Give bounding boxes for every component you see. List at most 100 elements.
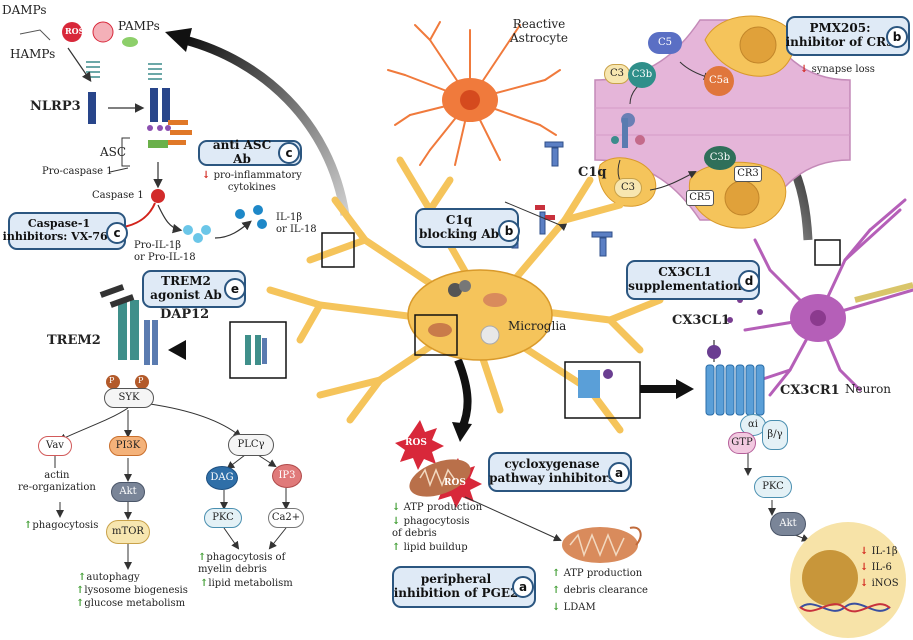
autophagy-label: ↑autophagy <box>78 572 140 583</box>
ros-burst-1 <box>395 420 444 470</box>
glucose-label: ↑glucose metabolism <box>76 598 186 609</box>
pi3k-node: PI3K <box>109 436 147 456</box>
phago-myelin-label: ↑phagocytosis of myelin debris <box>198 552 286 575</box>
block-arrow-left-head <box>168 340 186 360</box>
pmx205-label: PMX205: inhibitor of CR5 <box>785 21 895 49</box>
inos-label: ↓ iNOS <box>860 578 899 589</box>
dag-node: DAG <box>206 466 238 490</box>
beta-gamma-node: β/γ <box>762 420 788 450</box>
ip3-node: IP3 <box>272 464 302 488</box>
lipid-metabolism-text: lipid metabolism <box>208 578 293 589</box>
cx3cl1-supplementation-label: CX3CL1 supplementation <box>628 265 742 293</box>
trem2-label: TREM2 <box>47 333 101 348</box>
microglia-label: Microglia <box>508 319 567 333</box>
c1q-arrow <box>504 201 568 232</box>
c1q-blocking-label: C1q blocking Ab <box>418 213 500 241</box>
vav-node: Vav <box>38 436 72 456</box>
anti-asc-effect-text: pro-inflammatory cytokines <box>213 170 302 193</box>
cx3cr1-label: CX3CR1 <box>780 383 840 398</box>
cx3cl1-label: CX3CL1 <box>672 313 731 328</box>
cox-inhibitor-box: cycloxygenase pathway inhibitors <box>488 452 632 492</box>
cox-inhibitor-badge: a <box>608 462 630 484</box>
cx3cl1-supplementation-badge: d <box>738 270 760 292</box>
il1b-text: IL-1β <box>871 546 898 557</box>
atp-down-text: ATP production <box>403 502 483 513</box>
phospho-2: P <box>138 376 144 385</box>
inset-box-inflammasome <box>321 232 355 268</box>
ros-label-top: ROS <box>65 26 85 36</box>
il1b-label: ↓ IL-1β <box>860 546 898 557</box>
il6-label: ↓ IL-6 <box>860 562 892 573</box>
c1q-label: C1q <box>578 165 607 180</box>
pmx205-badge: b <box>886 26 908 48</box>
glucose-text: glucose metabolism <box>84 598 186 609</box>
caspase-inhibitor-label: Caspase-1 inhibitors: VX-765 <box>2 217 116 243</box>
caspase-label: Caspase 1 <box>92 190 144 201</box>
pamps-label: PAMPs <box>118 19 160 33</box>
actin-label: actin re-organization <box>18 470 96 493</box>
cox-inhibitor-label: cycloxygenase pathway inhibitors <box>489 457 615 485</box>
phagocytosis-label: ↑phagocytosis <box>24 520 99 531</box>
pge2-badge: a <box>512 576 534 598</box>
damps-label: DAMPs <box>2 3 47 17</box>
cx3cr1-receptor <box>705 364 765 416</box>
c3b-node-top: C3b <box>628 62 656 88</box>
cx3cl1-supplementation-box: CX3CL1 supplementation <box>626 260 760 300</box>
c1q-blocking-box: C1q blocking Ab <box>415 208 519 248</box>
cx3cl1-ligand <box>707 345 721 359</box>
c5-node: C5 <box>648 32 682 54</box>
inos-text: iNOS <box>871 578 899 589</box>
lysosome-text: lysosome biogenesis <box>84 585 188 596</box>
syk-node: SYK <box>104 388 154 408</box>
trem2-agonist-badge: e <box>224 278 246 300</box>
down-arrow-mito-head <box>452 422 472 442</box>
c5a-node: C5a <box>704 66 734 96</box>
ros-label-2: ROS <box>444 478 466 488</box>
plc-node: PLCγ <box>228 434 274 456</box>
phago-debris-label: ↓ phagocytosis of debris <box>392 516 470 539</box>
atp-up-label: ↑ ATP production <box>552 568 643 579</box>
mtor-node: mTOR <box>106 520 150 544</box>
pkc-node-trem2: PKC <box>204 508 242 528</box>
inset-box-mito <box>414 314 458 356</box>
pro-il-label: Pro-IL-1β or Pro-IL-18 <box>134 240 196 263</box>
trem2-drawing <box>99 284 158 389</box>
pro-caspase-label: Pro-caspase 1 <box>42 166 113 177</box>
inflammasome-drawing <box>86 61 267 243</box>
anti-asc-ab-label: anti ASC Ab <box>212 138 272 166</box>
dap12-label: DAP12 <box>160 307 210 322</box>
neuron-label: Neuron <box>845 382 892 396</box>
synapse-loss-text: synapse loss <box>811 64 875 75</box>
lipid-metabolism-label: ↑lipid metabolism <box>200 578 293 589</box>
ca-node: Ca2+ <box>268 508 304 528</box>
block-arrow-right-head <box>676 379 694 399</box>
caspase-inhibitor-badge: c <box>106 222 128 244</box>
inset-box-neuron <box>814 239 841 266</box>
atp-down-label: ↓ ATP production <box>392 502 483 513</box>
lipid-buildup-label: ↑ lipid buildup <box>392 542 468 553</box>
pge2-label: peripheral inhibition of PGE2 <box>393 572 519 600</box>
ldam-label: ↓ LDAM <box>552 602 596 613</box>
debris-clearance-text: debris clearance <box>563 585 648 596</box>
down-arrow-mito <box>454 358 472 430</box>
lipid-buildup-text: lipid buildup <box>403 542 468 553</box>
cr5-label: CR5 <box>686 190 714 206</box>
hamps-label: HAMPs <box>10 47 56 61</box>
asc-label: ASC <box>100 145 127 159</box>
pkc-node-cx3: PKC <box>754 476 792 498</box>
phago-debris-text: phagocytosis of debris <box>392 516 470 539</box>
c3-node-top: C3 <box>604 64 630 84</box>
debris-clearance-label: ↑ debris clearance <box>552 585 648 596</box>
akt-node-trem2: Akt <box>111 482 145 502</box>
cr3-label: CR3 <box>734 166 762 182</box>
ros-label-1: ROS <box>405 438 427 448</box>
anti-asc-effect: ↓ pro-inflammatory cytokines <box>202 170 302 193</box>
healthy-mito <box>562 527 638 563</box>
astrocyte-cell <box>387 21 561 166</box>
ldam-text: LDAM <box>563 602 596 613</box>
autophagy-text: autophagy <box>86 572 140 583</box>
inset-box-trem2 <box>229 321 287 379</box>
c1q-blocking-badge: b <box>498 220 520 242</box>
astrocyte-label: Reactive Astrocyte <box>510 17 569 45</box>
